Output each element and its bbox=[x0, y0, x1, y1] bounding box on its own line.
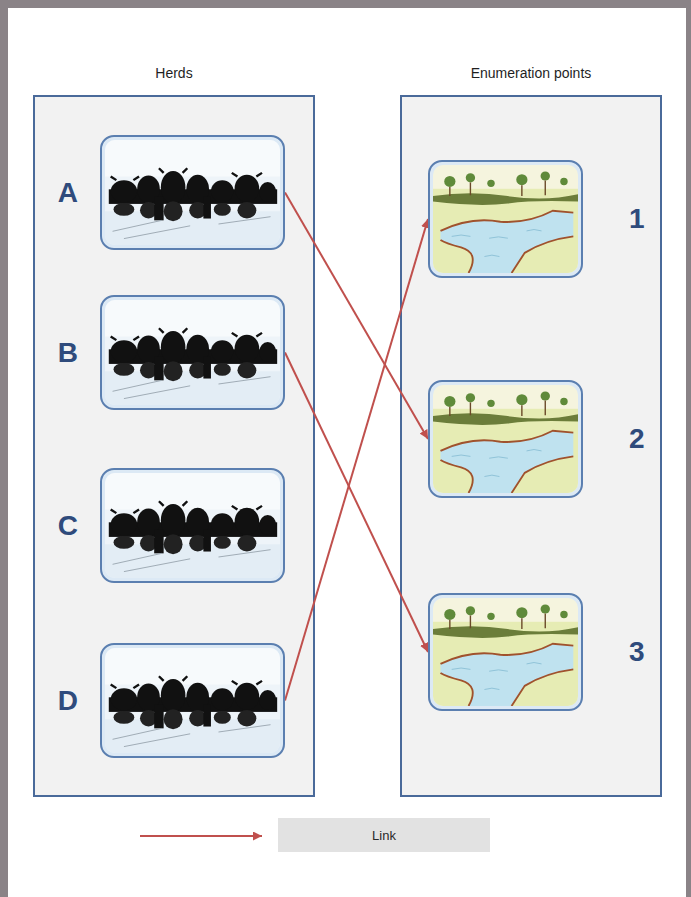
herd-picture: B bbox=[100, 295, 285, 410]
enumeration-picture: 3 bbox=[428, 593, 583, 711]
herd-illustration bbox=[105, 300, 280, 405]
herd-picture: C bbox=[100, 468, 285, 583]
enumeration-picture: 1 bbox=[428, 160, 583, 278]
herd-letter: C bbox=[58, 510, 78, 542]
legend-box: Link bbox=[278, 818, 490, 852]
herd-letter: B bbox=[58, 337, 78, 369]
herd-letter: D bbox=[58, 685, 78, 717]
legend-arrow-sample bbox=[140, 835, 262, 837]
point-number: 1 bbox=[629, 203, 645, 235]
frame-bar bbox=[0, 0, 8, 897]
point-number: 2 bbox=[629, 423, 645, 455]
waterhole-illustration bbox=[433, 385, 578, 493]
waterhole-illustration bbox=[433, 598, 578, 706]
herd-illustration bbox=[105, 473, 280, 578]
panel-title: Herds bbox=[33, 65, 315, 81]
legend-label: Link bbox=[372, 828, 396, 843]
herd-illustration bbox=[105, 140, 280, 245]
waterhole-illustration bbox=[433, 165, 578, 273]
panel-title: Enumeration points bbox=[400, 65, 662, 81]
herd-panel: HerdsABCD bbox=[33, 95, 315, 797]
herd-illustration bbox=[105, 648, 280, 753]
enumeration-picture: 2 bbox=[428, 380, 583, 498]
point-number: 3 bbox=[629, 636, 645, 668]
herd-picture: A bbox=[100, 135, 285, 250]
herd-picture: D bbox=[100, 643, 285, 758]
herd-letter: A bbox=[58, 177, 78, 209]
enumeration-panel: Enumeration points123 bbox=[400, 95, 662, 797]
frame-bar bbox=[0, 0, 691, 8]
frame-bar bbox=[686, 0, 691, 897]
